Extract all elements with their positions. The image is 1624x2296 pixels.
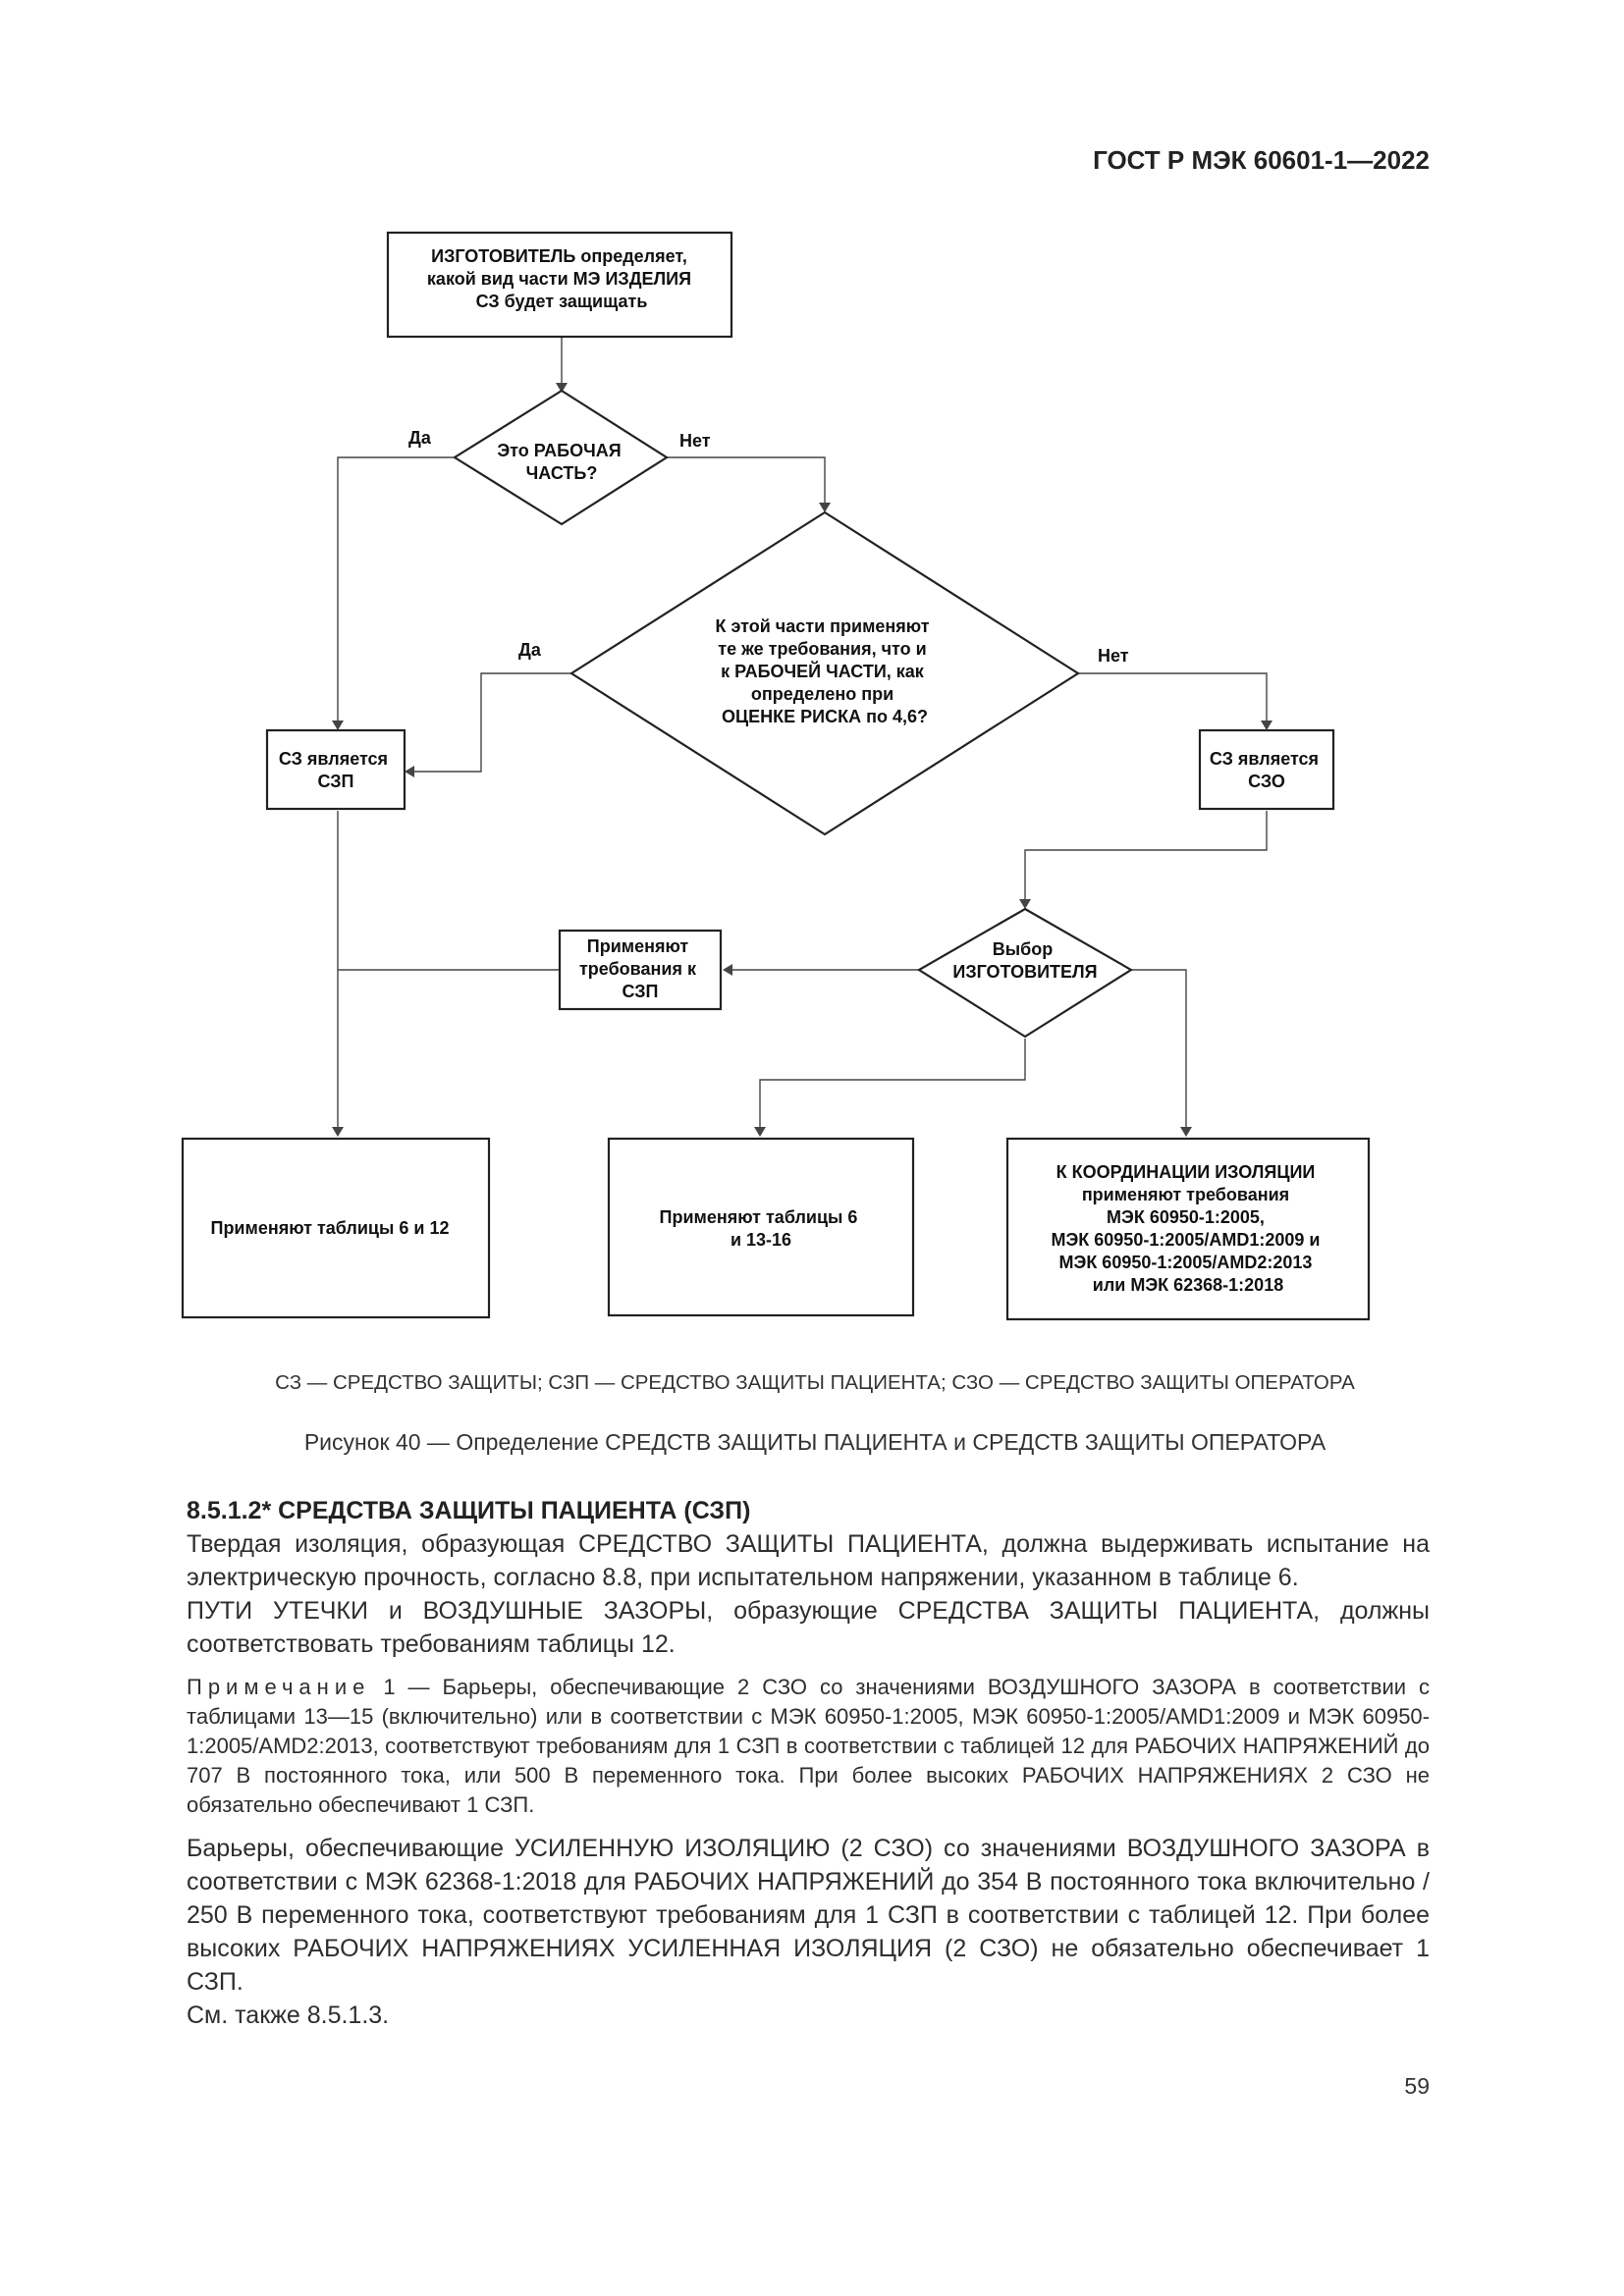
decision-working-part-text: Это РАБОЧАЯ ЧАСТЬ? [497,441,625,483]
connector-szo-to-d3 [1024,811,1268,901]
figure-legend: СЗ — СРЕДСТВО ЗАЩИТЫ; СЗП — СРЕДСТВО ЗАЩ… [275,1371,1355,1394]
output-insulation-coordination [1005,1137,1371,1321]
output-insulation-coordination-text: К КООРДИНАЦИИ ИЗОЛЯЦИИ применяют требова… [1051,1162,1325,1295]
connector-d1-yes [337,456,455,722]
apply-szp-box [558,929,723,1011]
start-box [386,231,733,339]
arrow-head [332,1127,344,1137]
flowchart-connectors [332,338,1272,1137]
szo-box-text: СЗ является СЗО [1210,749,1324,791]
section-body: 8.5.1.2* СРЕДСТВА ЗАЩИТЫ ПАЦИЕНТА (СЗП) … [187,1494,1430,2032]
figure-caption: Рисунок 40 — Определение СРЕДСТВ ЗАЩИТЫ … [303,1429,1326,1455]
szp-box-text: СЗ является СЗП [279,749,393,791]
label-d2-no: Нет [1098,646,1129,666]
document-code-header: ГОСТ Р МЭК 60601-1—2022 [1093,145,1430,175]
decision-same-requirements-text: К этой части применяют те же требования,… [715,616,934,726]
note-label: Примечание [187,1675,371,1699]
connector-d2-yes [412,672,571,773]
note-1: Примечание 1 — Барьеры, обеспечивающие 2… [187,1673,1430,1820]
label-d1-no: Нет [679,431,711,451]
flowchart: ИЗГОТОВИТЕЛЬ определяет, какой вид части… [181,231,1371,1321]
arrow-head [1180,1127,1192,1137]
output-tables-6-13-16-text: Применяют таблицы 6 и 13-16 [660,1207,863,1250]
section-heading: 8.5.1.2* СРЕДСТВА ЗАЩИТЫ ПАЦИЕНТА (СЗП) [187,1497,751,1524]
arrow-head [1019,899,1031,909]
output-tables-6-12 [181,1137,491,1319]
label-d2-yes: Да [518,640,542,660]
paragraph-4: См. также 8.5.1.3. [187,2002,390,2029]
connector-d3-to-out3 [1131,969,1187,1129]
label-d1-yes: Да [408,428,432,448]
output-tables-6-12-text: Применяют таблицы 6 и 12 [211,1218,450,1238]
szo-box [1198,728,1335,811]
output-tables-6-13-16 [607,1137,915,1317]
arrow-head [1261,721,1272,730]
paragraph-3: Барьеры, обеспечивающие УСИЛЕННУЮ ИЗОЛЯЦ… [187,1835,1430,1996]
arrow-head [723,964,732,976]
decision-working-part [452,389,670,526]
arrow-head [556,383,568,393]
connector-d3-to-out2 [759,1039,1026,1129]
decision-manufacturer-choice-text: Выбор ИЗГОТОВИТЕЛЯ [952,939,1097,982]
note-text: 1 — Барьеры, обеспечивающие 2 СЗО со зна… [187,1675,1430,1817]
arrow-head [405,766,414,777]
decision-manufacturer-choice [916,907,1134,1039]
decision-same-requirements [568,510,1081,836]
paragraph-2: ПУТИ УТЕЧКИ и ВОЗДУШНЫЕ ЗАЗОРЫ, образующ… [187,1597,1430,1658]
arrow-head [819,503,831,512]
szp-box [265,728,406,811]
start-box-text: ИЗГОТОВИТЕЛЬ определяет, какой вид части… [427,246,696,311]
arrow-head [754,1127,766,1137]
arrow-head [332,721,344,730]
page-number: 59 [1404,2073,1430,2099]
paragraph-1: Твердая изоляция, образующая СРЕДСТВО ЗА… [187,1530,1430,1591]
connector-d1-no [667,456,826,505]
connector-d2-no [1078,672,1268,722]
apply-szp-box-text: Применяют требования к СЗП [579,936,701,1001]
